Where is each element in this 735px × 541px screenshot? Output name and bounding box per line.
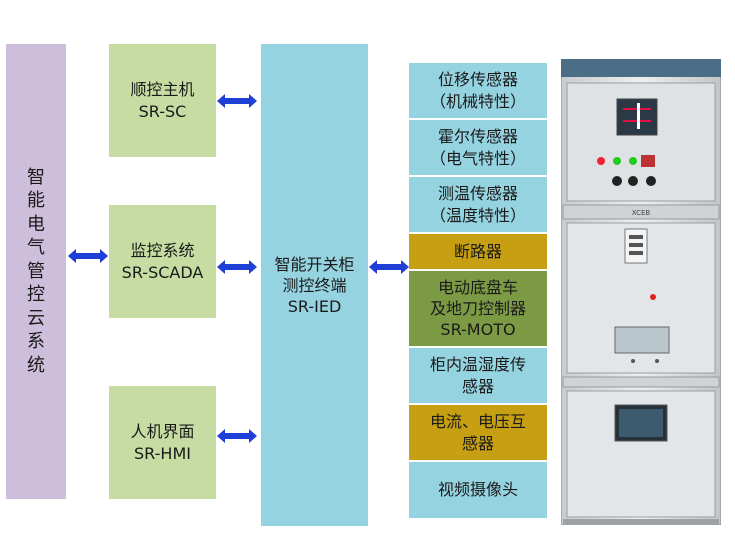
cabinet-brand-text: XCEB [632,209,651,217]
video-camera-box: 视频摄像头 [409,462,547,518]
humidity-sensor-line-1: 柜内温湿度传 [429,354,526,374]
cloud-system-label: 智能电气管控云系统 [27,166,45,376]
terminal-line-2: 测控终端 [282,275,347,295]
temperature-sensor-name: 测温传感器 [437,183,518,203]
transformer-line-2: 感器 [461,433,494,453]
hmi-name: 人机界面 [130,421,195,441]
humidity-sensor-box: 柜内温湿度传 感器 [409,348,547,403]
hall-sensor-name: 霍尔传感器 [437,126,518,146]
monitoring-system-name: 监控系统 [130,240,195,260]
chassis-controller-line-1: 电动底盘车 [437,278,518,297]
sequence-control-host-name: 顺控主机 [130,79,195,99]
monitoring-system-box: 监控系统 SR-SCADA [109,205,216,318]
terminal-line-1: 智能开关柜 [274,254,355,274]
scada-terminal-double-arrow-icon [217,260,257,274]
switchgear-terminal-box: 智能开关柜 测控终端 SR-IED [261,44,368,526]
sc-terminal-double-arrow-icon [217,94,257,108]
monitoring-system-code: SR-SCADA [121,262,204,282]
displacement-sensor-desc: （机械特性） [429,91,526,111]
breaker-label: 断路器 [453,241,502,261]
sequence-control-host-code: SR-SC [138,101,187,121]
sequence-control-host-box: 顺控主机 SR-SC [109,44,216,157]
hall-sensor-desc: （电气特性） [429,148,526,168]
temperature-sensor-desc: （温度特性） [429,205,526,225]
video-camera-label: 视频摄像头 [437,480,518,499]
temperature-sensor-box: 测温传感器 （温度特性） [409,177,547,232]
displacement-sensor-box: 位移传感器 （机械特性） [409,63,547,118]
chassis-controller-code: SR-MOTO [440,320,516,339]
hmi-terminal-double-arrow-icon [217,429,257,443]
hall-sensor-box: 霍尔传感器 （电气特性） [409,120,547,175]
cloud-system-box: 智能电气管控云系统 [6,44,66,499]
transformer-line-1: 电流、电压互 [429,411,526,431]
terminal-line-3: SR-IED [287,296,342,316]
breaker-box: 断路器 [409,234,547,269]
hmi-code: SR-HMI [134,443,191,463]
hmi-box: 人机界面 SR-HMI [109,386,216,499]
current-voltage-transformer-box: 电流、电压互 感器 [409,405,547,460]
terminal-sensors-double-arrow-icon [369,260,409,274]
switchgear-cabinet-image: XCEB [561,59,721,525]
displacement-sensor-name: 位移传感器 [437,69,518,89]
cloud-monitoring-double-arrow-icon [68,249,108,263]
chassis-controller-box: 电动底盘车 及地刀控制器 SR-MOTO [409,271,547,346]
humidity-sensor-line-2: 感器 [461,376,494,396]
chassis-controller-line-2: 及地刀控制器 [429,299,526,318]
